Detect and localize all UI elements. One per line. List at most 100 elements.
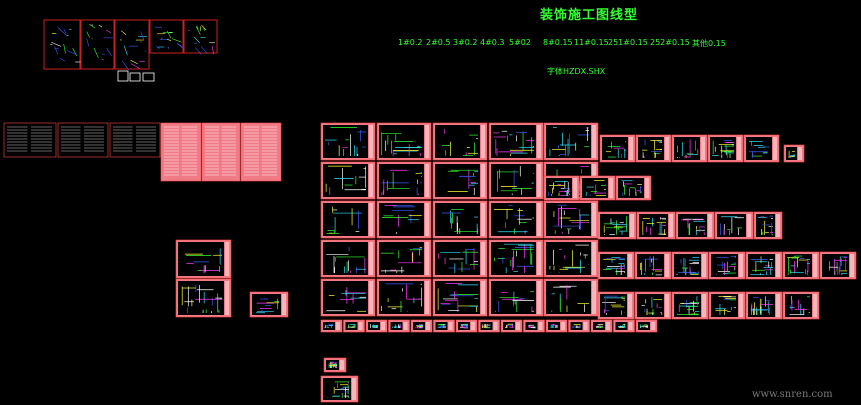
sheet-drawing-area <box>379 164 424 197</box>
font-label: 字体HZDX.SHX <box>547 67 606 76</box>
title-block <box>426 322 430 330</box>
title-block <box>481 281 485 314</box>
title-block <box>747 214 751 237</box>
plan-line <box>63 43 66 54</box>
sheet-drawing-area <box>323 203 368 236</box>
list-sheet-frame <box>160 122 202 182</box>
title-block <box>665 137 669 160</box>
title-block <box>813 254 817 277</box>
title-block <box>481 164 485 197</box>
title-block <box>737 137 741 160</box>
title-block <box>425 203 429 236</box>
plan-line <box>195 47 202 55</box>
plan-line <box>88 23 96 29</box>
line-weight-item: 3#0.2 <box>453 38 478 47</box>
sheet-drawing-area <box>435 242 480 275</box>
plan-line <box>86 31 91 38</box>
sheet-drawing-area <box>323 164 368 197</box>
plan-line <box>54 46 59 55</box>
plan-line <box>106 47 112 57</box>
title-block <box>850 254 854 277</box>
sheet-drawing-area <box>491 164 536 197</box>
list-sheet-frame <box>201 122 241 182</box>
sheet-drawing-area <box>435 164 480 197</box>
plan-line <box>63 28 67 34</box>
line-weight-item: 252#0.15 <box>650 38 690 47</box>
plan-line <box>167 46 170 49</box>
plan-line <box>121 60 129 71</box>
title-block <box>606 322 610 330</box>
sheet-drawing-area <box>323 242 368 275</box>
title-block <box>481 203 485 236</box>
title-block <box>448 322 453 330</box>
plan-line <box>167 38 172 41</box>
title-block <box>645 178 649 198</box>
title-block <box>592 281 596 314</box>
sheet-drawing-area <box>379 281 424 314</box>
title-block <box>369 203 373 236</box>
watermark: www.snren.com <box>752 389 833 400</box>
line-weight-item: 251#0.15 <box>608 38 648 47</box>
plan-line <box>203 26 205 31</box>
title-block <box>537 164 541 197</box>
title-block <box>583 322 588 330</box>
title-block <box>538 322 543 330</box>
plan-line <box>121 30 127 35</box>
sheet-drawing-area <box>602 137 628 160</box>
title-block <box>537 203 541 236</box>
list-sheet-frame <box>57 122 109 158</box>
title-block <box>629 137 633 160</box>
title-block <box>403 322 408 330</box>
sheet-drawing-area <box>746 137 772 160</box>
title-block <box>537 281 541 314</box>
sheet-drawing-area <box>678 214 707 237</box>
list-sheet-frame <box>3 122 57 158</box>
plan-line <box>123 45 128 56</box>
line-weight-item: 5#02 <box>509 38 531 47</box>
line-weight-item: 其他0.15 <box>692 39 726 48</box>
title-block <box>701 137 705 160</box>
title-block <box>225 281 229 315</box>
title-block <box>739 294 743 317</box>
title-block <box>481 125 485 158</box>
block-icon <box>142 72 155 82</box>
line-weight-item: 4#0.3 <box>480 38 505 47</box>
plan-line <box>130 63 140 69</box>
title-block <box>628 322 633 330</box>
plan-line <box>200 46 208 54</box>
title-block <box>630 214 634 237</box>
plan-line <box>196 25 199 30</box>
title-block <box>516 322 520 330</box>
title-block <box>425 281 429 314</box>
cover-sheet-frame <box>149 19 184 54</box>
title-block <box>481 242 485 275</box>
line-weight-item: 1#0.2 <box>398 38 423 47</box>
title-block <box>776 214 780 237</box>
title-block <box>739 254 743 277</box>
title-block <box>340 360 344 370</box>
title-block <box>773 137 777 160</box>
title-block <box>628 294 632 317</box>
plan-line <box>130 59 138 65</box>
plan-line <box>60 58 65 62</box>
title-block <box>336 322 340 330</box>
title-block <box>708 214 712 237</box>
sheet-drawing-area <box>756 214 775 237</box>
title-block <box>651 322 655 330</box>
title-block <box>592 242 596 275</box>
sheet-drawing-area <box>323 378 351 400</box>
sheet-drawing-area <box>323 322 335 330</box>
plan-line <box>66 50 77 56</box>
sheet-drawing-area <box>480 322 493 330</box>
title-block <box>702 294 706 317</box>
title-block <box>425 164 429 197</box>
line-weight-item: 8#0.15 <box>543 38 573 47</box>
sheet-drawing-area <box>822 254 849 277</box>
title-block <box>813 294 817 317</box>
sheet-drawing-area <box>323 125 368 158</box>
sheet-drawing-area <box>786 147 797 160</box>
plan-line <box>171 38 182 43</box>
sheet-drawing-area <box>615 322 628 330</box>
sheet-drawing-area <box>600 254 627 277</box>
